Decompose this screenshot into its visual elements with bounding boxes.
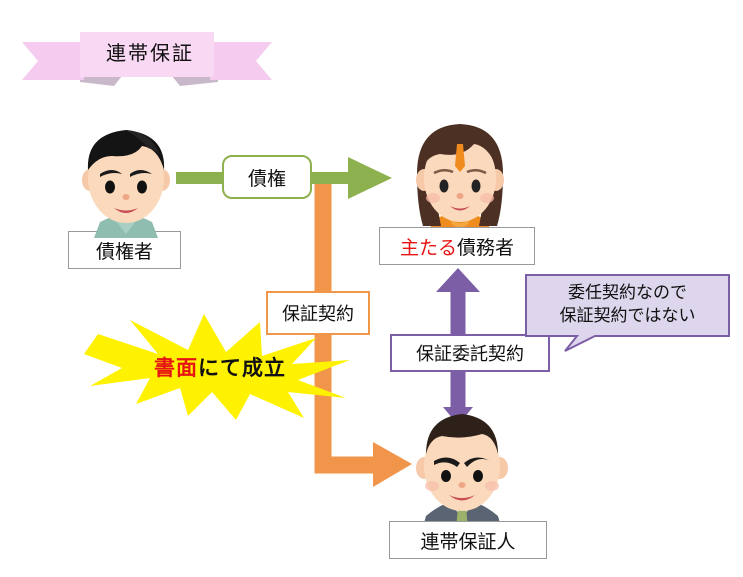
- banner-shadow-right: [172, 76, 218, 86]
- label-guarantee-contract-text: 保証契約: [282, 304, 354, 325]
- main-debtor-eye-right: [471, 179, 481, 193]
- banner-shadow-left: [80, 76, 122, 86]
- banner-title: 連帯保証: [106, 40, 194, 65]
- label-guarantee-commission: 保証委託契約: [390, 334, 550, 372]
- label-debt-claim: 債権: [222, 155, 312, 199]
- main-debtor-eyebrow-left: [433, 169, 454, 175]
- banner-wing-right: [210, 42, 272, 80]
- note-callout: 委任契約なので 保証契約ではない: [525, 274, 730, 352]
- label-main-debtor: 主たる債務者: [379, 227, 535, 265]
- callout-line-2: 保証契約ではない: [559, 306, 696, 326]
- guarantor-face: [424, 421, 500, 511]
- callout-line-1: 委任契約なので: [568, 283, 687, 304]
- guarantee-commission-arrowhead-up: [436, 268, 480, 292]
- burst-callout: 書面にて成立: [84, 312, 352, 422]
- creditor-eyebrow-left: [100, 170, 122, 177]
- creditor-eye-left: [105, 180, 115, 194]
- guarantor-eyebrow-right: [464, 457, 490, 467]
- guarantor-eye-right: [473, 470, 483, 482]
- guarantor-eyebrow-left: [434, 457, 460, 467]
- banner-wing-left: [22, 42, 84, 80]
- main-debtor-eye-left: [439, 179, 449, 193]
- guarantor-eye-left: [441, 470, 451, 482]
- banner-center: [80, 32, 214, 77]
- burst-shape: [84, 314, 350, 420]
- guarantor-nose: [458, 482, 466, 488]
- label-main-debtor-suffix: 債務者: [457, 236, 515, 259]
- avatar-creditor: [70, 118, 182, 238]
- guarantor-mouth: [449, 495, 475, 501]
- callout-shape: [525, 274, 730, 352]
- main-debtor-nose: [456, 193, 464, 199]
- label-guarantee-contract: 保証契約: [266, 291, 370, 335]
- main-debtor-collar: [449, 217, 471, 228]
- callout-bubble: [525, 274, 730, 352]
- burst-text: 書面にて成立: [84, 312, 352, 422]
- avatar-main-debtor: [405, 116, 515, 238]
- label-joint-guarantor: 連帯保証人: [389, 521, 547, 559]
- label-creditor-text: 債権者: [95, 240, 153, 263]
- main-debtor-face: [424, 134, 496, 222]
- creditor-mouth: [114, 208, 138, 213]
- creditor-eye-right: [137, 180, 147, 194]
- avatar-joint-guarantor: [404, 406, 520, 530]
- title-banner: 連帯保証: [22, 24, 272, 94]
- label-main-debtor-prefix: 主たる: [399, 236, 457, 259]
- main-debtor-hairpin: [455, 144, 465, 172]
- debt-claim-arrowhead: [348, 157, 392, 199]
- label-debt-claim-text: 債権: [247, 167, 286, 190]
- creditor-eyebrow-right: [130, 170, 152, 177]
- burst-text-rest: にて成立: [198, 356, 286, 380]
- main-debtor-eyebrow-right: [466, 169, 487, 175]
- burst-text-emphasis: 書面: [154, 356, 198, 380]
- banner-shape: [22, 32, 272, 86]
- creditor-nose: [122, 194, 130, 200]
- label-joint-guarantor-text: 連帯保証人: [420, 530, 516, 553]
- main-debtor-mouth: [450, 206, 470, 211]
- callout-text: 委任契約なので 保証契約ではない: [525, 274, 730, 336]
- burst-polygon: [84, 314, 350, 420]
- label-guarantee-commission-text: 保証委託契約: [416, 344, 524, 365]
